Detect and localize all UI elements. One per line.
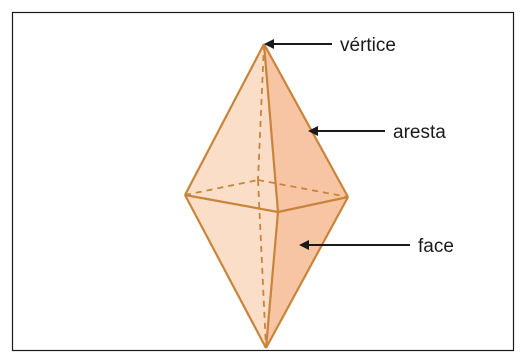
face-front-lower-left [185,195,278,348]
annotation-arrows [264,39,410,250]
visible-edges [184,43,349,349]
edge-top-left [184,43,265,196]
face-label: face [418,236,454,257]
front-faces [185,44,348,348]
face-front-upper-left [185,44,278,212]
edge-bottom-front [264,211,280,349]
face-front-upper-right [264,44,348,212]
edge-top-front [262,43,280,213]
hidden-edge-top [257,43,265,181]
edge-bottom-right [265,196,349,349]
edge-middle-right [277,195,349,214]
hidden-edge-left [184,179,259,196]
hidden-edge-right [257,179,349,198]
vertex-label: vértice [340,35,396,56]
edge-label: aresta [393,122,446,143]
edge-bottom-left [184,194,267,349]
diagram-border [11,11,515,352]
edge-top-right [263,43,349,198]
edge-middle-left [184,193,279,214]
hidden-edges [184,43,349,349]
